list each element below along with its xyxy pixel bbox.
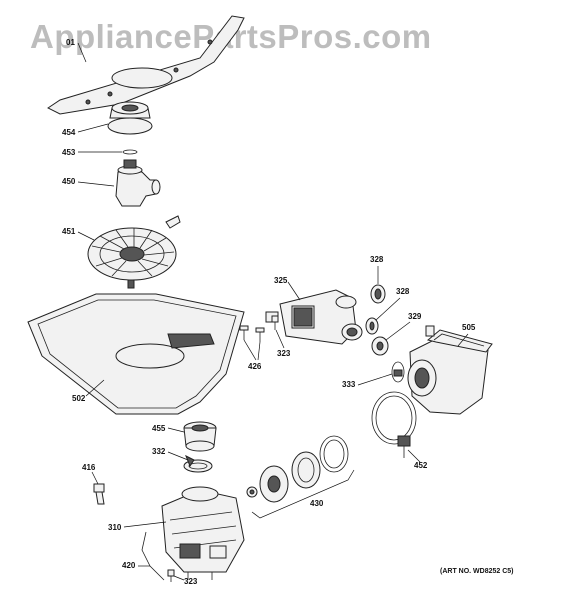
- leader-505: [457, 333, 469, 347]
- valve-325: [265, 289, 363, 345]
- impeller-430: [246, 435, 349, 503]
- label-453: 453: [62, 148, 76, 157]
- leader-416: [91, 471, 99, 485]
- screw-323-lower: [167, 569, 175, 582]
- harness-420: [141, 531, 165, 581]
- bracket-430: [251, 469, 355, 519]
- label-454: 454: [62, 128, 76, 137]
- label-502: 502: [72, 394, 86, 403]
- label-455: 455: [152, 424, 166, 433]
- leader-333: [357, 373, 393, 386]
- spray-arm-nut: [107, 101, 153, 135]
- clamp-333: [391, 361, 405, 383]
- leader-325: [287, 281, 301, 301]
- label-325: 325: [274, 276, 288, 285]
- art-number: (ART NO. WD8252 C5): [440, 568, 514, 575]
- label-450: 450: [62, 177, 76, 186]
- ring-328-lower: [365, 317, 379, 335]
- label-452: 452: [414, 461, 428, 470]
- ring-328-upper: [370, 284, 386, 304]
- leader-454: [77, 123, 109, 133]
- label-01: 01: [66, 38, 75, 47]
- label-332: 332: [152, 447, 166, 456]
- filter-cover-451: [87, 215, 181, 289]
- label-426: 426: [248, 362, 262, 371]
- label-430: 430: [310, 499, 324, 508]
- leader-329: [385, 321, 411, 341]
- leader-452: [407, 449, 421, 463]
- leader-332: [167, 451, 189, 461]
- leader-451: [77, 231, 95, 241]
- leader-450: [77, 181, 115, 187]
- bolt-416: [93, 483, 105, 505]
- label-310: 310: [108, 523, 122, 532]
- label-323-upper: 323: [277, 349, 291, 358]
- clamp-452: [371, 391, 417, 458]
- manifold-450: [115, 159, 161, 207]
- leader-323-upper: [275, 329, 285, 349]
- label-329: 329: [408, 312, 422, 321]
- screw-323-upper: [271, 315, 279, 330]
- label-416: 416: [82, 463, 96, 472]
- drain-housing-505: [407, 325, 493, 415]
- leader-426b: [257, 341, 261, 361]
- washer-329: [371, 336, 389, 356]
- leader-455: [167, 427, 185, 433]
- motor-310: [161, 486, 245, 580]
- screws-426: [239, 325, 265, 342]
- sump-502: [27, 293, 245, 415]
- leader-323-lower: [173, 575, 185, 581]
- leader-328-lower: [375, 297, 401, 321]
- ring-332: [183, 454, 213, 473]
- leader-310: [123, 521, 167, 528]
- o-ring-453: [122, 149, 138, 155]
- label-451: 451: [62, 227, 76, 236]
- cap-455: [183, 421, 217, 452]
- label-505: 505: [462, 323, 476, 332]
- label-328-upper: 328: [370, 255, 384, 264]
- label-328-lower: 328: [396, 287, 410, 296]
- leader-01: [77, 42, 87, 63]
- leader-426a: [243, 339, 257, 361]
- label-323-lower: 323: [184, 577, 198, 586]
- spray-arm: [47, 15, 245, 115]
- label-333: 333: [342, 380, 356, 389]
- label-420: 420: [122, 561, 136, 570]
- leader-502: [85, 379, 105, 397]
